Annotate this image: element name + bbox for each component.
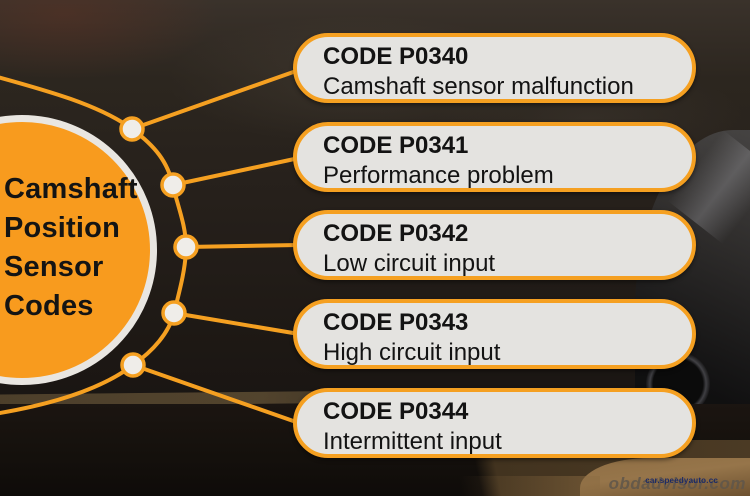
- code-label: CODE P0342: [323, 220, 469, 247]
- connector-line: [171, 156, 301, 187]
- code-pill-p0343: CODE P0343 High circuit input: [293, 299, 696, 369]
- connector-node: [120, 352, 146, 378]
- connector-node: [161, 300, 187, 326]
- code-pill-p0341: CODE P0341 Performance problem: [293, 122, 696, 192]
- circle-title-line: Sensor: [4, 251, 104, 283]
- watermark-overlay-text: car.speedyauto.cc: [645, 476, 718, 485]
- code-pill-p0340: CODE P0340 Camshaft sensor malfunction: [293, 33, 696, 103]
- circle-title-line: Position: [4, 212, 120, 244]
- watermark: obdadvisor.com car.speedyauto.cc: [609, 474, 746, 494]
- code-label: CODE P0341: [323, 132, 469, 159]
- code-label: CODE P0343: [323, 309, 469, 336]
- code-description: Intermittent input: [323, 428, 502, 455]
- background-red-glow: [0, 0, 220, 80]
- background-tan-fade: [460, 476, 600, 496]
- connector-node: [160, 172, 186, 198]
- connector-line: [131, 363, 301, 425]
- connector-line: [130, 68, 301, 131]
- connector-node: [119, 116, 145, 142]
- background-tan-band: [580, 458, 750, 496]
- circle-title-line: Camshaft: [4, 173, 138, 205]
- circle-title: Camshaft Position Sensor Codes: [4, 170, 138, 326]
- connector-line: [184, 243, 301, 249]
- connector-line: [172, 311, 301, 336]
- code-pill-p0342: CODE P0342 Low circuit input: [293, 210, 696, 280]
- watermark-site: obdadvisor.com: [608, 474, 746, 493]
- code-description: Camshaft sensor malfunction: [323, 73, 634, 100]
- code-label: CODE P0344: [323, 398, 469, 425]
- code-pill-p0344: CODE P0344 Intermittent input: [293, 388, 696, 458]
- code-description: Performance problem: [323, 162, 554, 189]
- circle-title-line: Codes: [4, 290, 94, 322]
- code-description: High circuit input: [323, 339, 501, 366]
- code-label: CODE P0340: [323, 43, 469, 70]
- code-description: Low circuit input: [323, 250, 496, 277]
- connector-node: [173, 234, 199, 260]
